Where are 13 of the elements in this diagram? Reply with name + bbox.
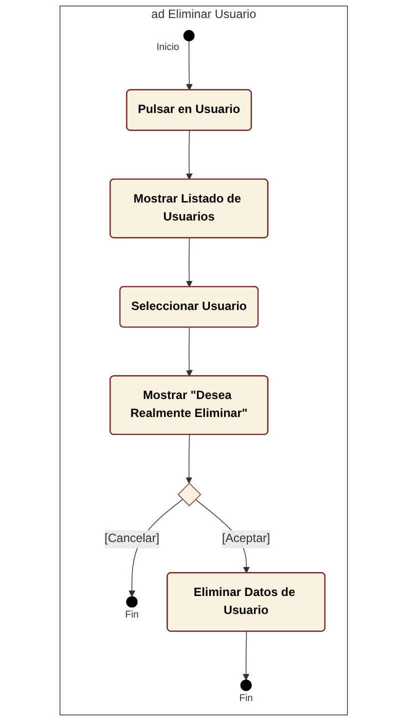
edge-label: [Cancelar] — [104, 532, 160, 546]
node-caption: Inicio — [156, 42, 180, 53]
node-caption: Fin — [125, 610, 139, 621]
arrow — [186, 238, 193, 288]
arrow — [186, 434, 193, 484]
arrow — [186, 40, 193, 90]
arrow — [243, 631, 250, 680]
edge-label: [Aceptar] — [222, 532, 270, 546]
arrow — [186, 130, 193, 180]
node-caption: Fin — [240, 693, 254, 704]
node-diamond — [178, 482, 202, 506]
node-circle — [184, 30, 195, 42]
arrow — [186, 327, 193, 377]
